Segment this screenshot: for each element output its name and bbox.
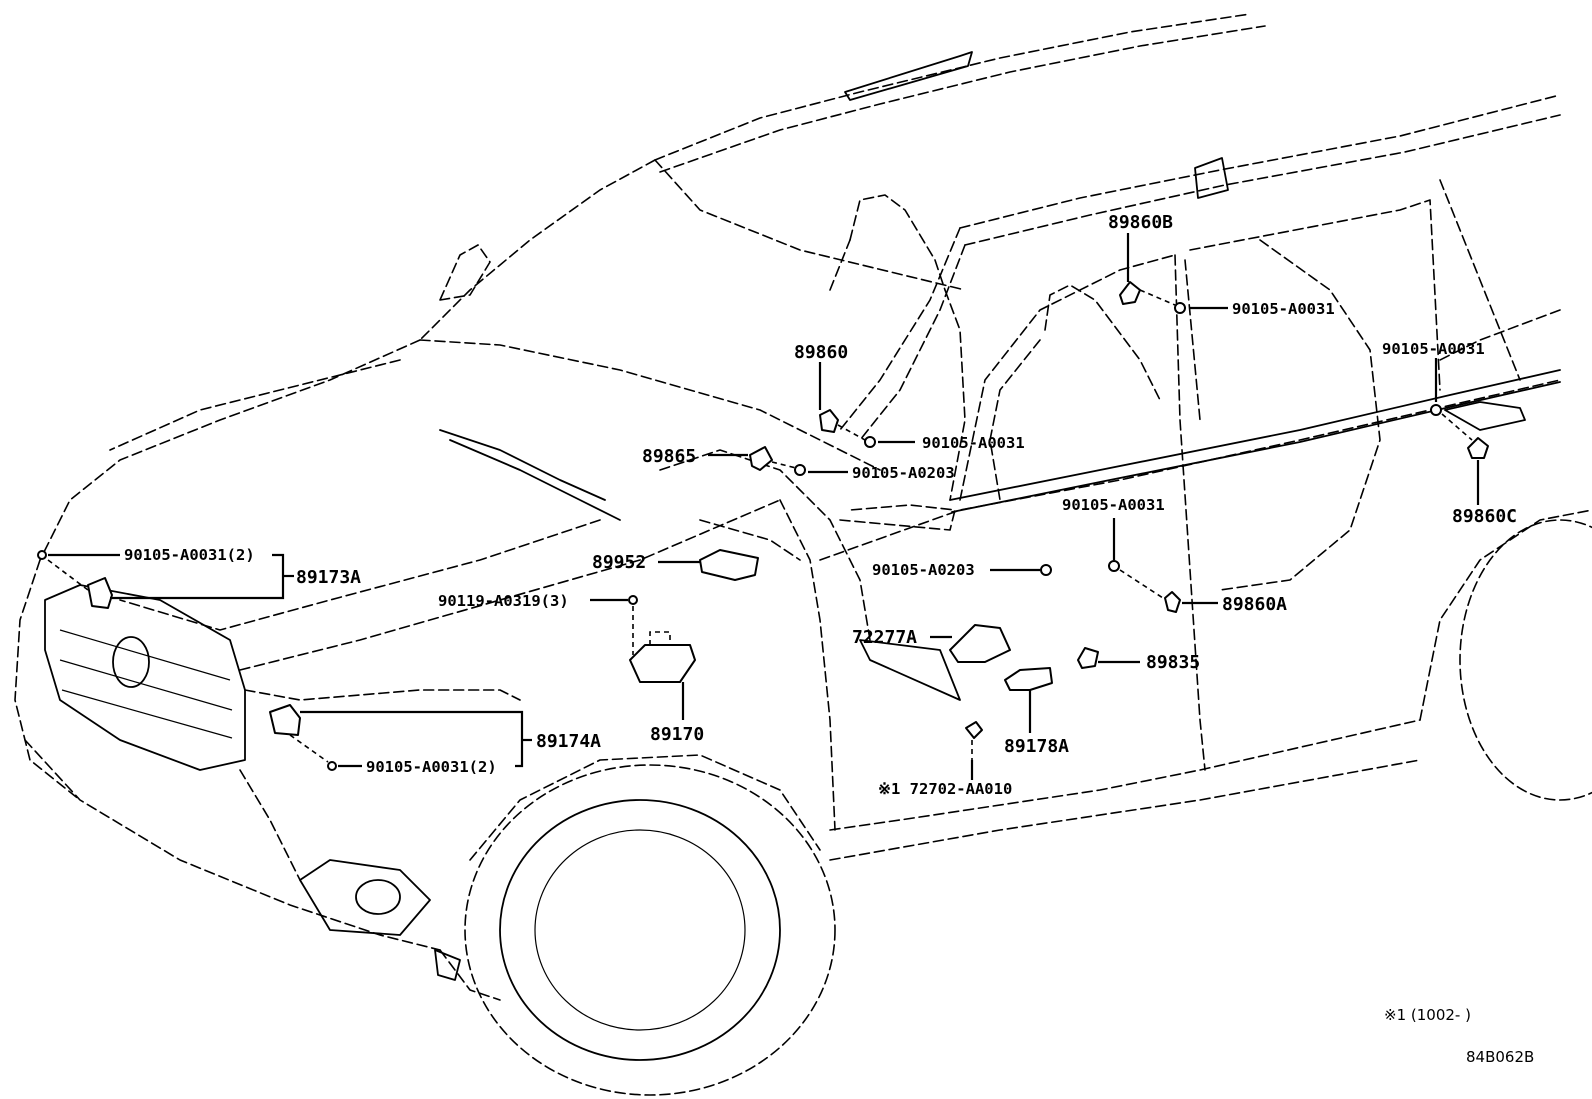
label-89860: 89860	[794, 342, 848, 363]
sensor-89860-shape	[819, 409, 839, 433]
part-labels: 89860B 90105-A0031 90105-A0031 89860 901…	[124, 212, 1517, 798]
bolt-72702-shape	[965, 721, 983, 739]
sensor-89860B-shape	[1119, 281, 1141, 305]
label-90105-A0031-top: 90105-A0031	[1232, 300, 1335, 318]
footnote-note: ※1 (1002- )	[1384, 1006, 1471, 1024]
label-72277A: 72277A	[852, 627, 917, 648]
label-90105-A0031-door: 90105-A0031	[1062, 496, 1165, 514]
drawing-id: 84B062B	[1466, 1048, 1534, 1066]
label-89860C: 89860C	[1452, 506, 1517, 527]
label-90105-A0031-2-lower: 90105-A0031(2)	[366, 758, 497, 776]
sensor-89178A-shape	[1004, 667, 1053, 691]
sensor-89174A-shape	[269, 704, 301, 736]
ecu-89170-shape	[629, 644, 696, 683]
label-89178A: 89178A	[1004, 736, 1069, 757]
label-89860B: 89860B	[1108, 212, 1173, 233]
sensor-89860A-shape	[1164, 591, 1181, 613]
label-90105-A0203-upper: 90105-A0203	[852, 464, 955, 482]
sensor-89860C-shape	[1467, 437, 1489, 459]
bracket-72277A-shape	[949, 624, 1011, 663]
sensor-89865-shape	[749, 446, 773, 471]
label-89174A: 89174A	[536, 731, 601, 752]
label-72702-AA010: ※1 72702-AA010	[878, 780, 1012, 798]
parts-shapes	[37, 281, 1489, 771]
module-89952-shape	[699, 549, 759, 581]
leader-lines	[47, 233, 1480, 780]
label-90105-A0031-right: 90105-A0031	[1382, 340, 1485, 358]
label-90105-A0031-2-front: 90105-A0031(2)	[124, 546, 255, 564]
vehicle-outline	[14, 13, 1592, 1096]
diagram-footer: ※1 (1002- ) 84B062B	[1384, 1006, 1534, 1066]
label-90105-A0031-mid: 90105-A0031	[922, 434, 1025, 452]
label-89173A: 89173A	[296, 567, 361, 588]
sensor-89835-shape	[1077, 647, 1099, 669]
label-89952: 89952	[592, 552, 646, 573]
sensor-89173A-shape	[87, 577, 113, 609]
label-89865: 89865	[642, 446, 696, 467]
label-89170: 89170	[650, 724, 704, 745]
label-90105-A0203-lower: 90105-A0203	[872, 561, 975, 579]
label-90119-A0319-3: 90119-A0319(3)	[438, 592, 569, 610]
label-89835: 89835	[1146, 652, 1200, 673]
label-89860A: 89860A	[1222, 594, 1287, 615]
